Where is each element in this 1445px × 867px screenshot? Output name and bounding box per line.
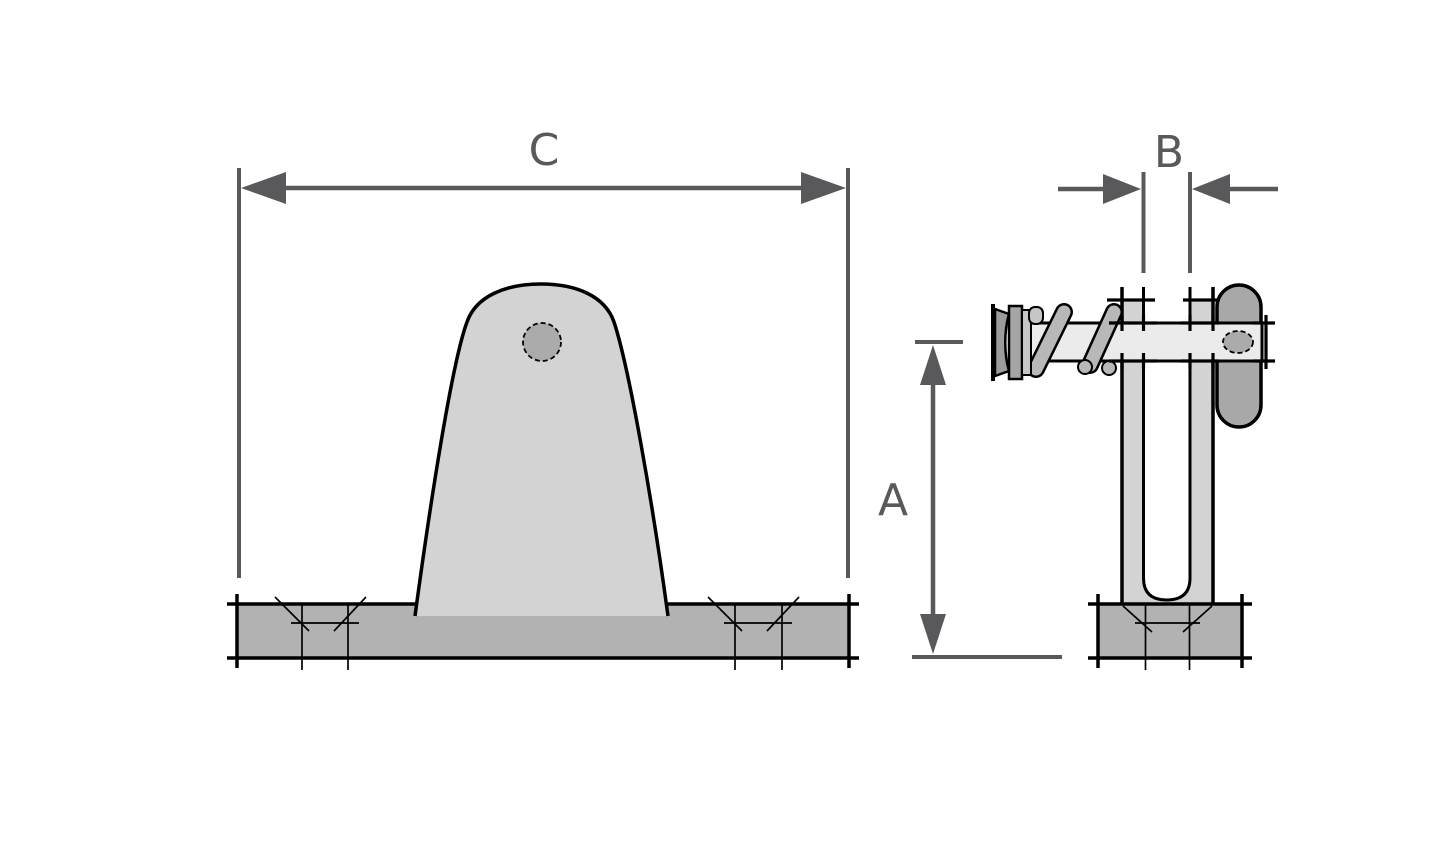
side-view bbox=[991, 283, 1275, 670]
spring-coil-end bbox=[1077, 359, 1093, 375]
coil-spring bbox=[1027, 303, 1123, 378]
pull-knob bbox=[991, 304, 1044, 381]
dimension-c: C bbox=[237, 125, 850, 578]
countersunk-hole-right bbox=[707, 596, 800, 670]
side-base-plate bbox=[1088, 594, 1252, 670]
spring-top-coil bbox=[1028, 306, 1044, 325]
dimension-a: A bbox=[878, 340, 1062, 659]
knob-collar bbox=[1007, 304, 1024, 381]
countersunk-hole-left bbox=[274, 596, 367, 670]
arrowhead-up-icon bbox=[920, 345, 946, 385]
spring-coil-end bbox=[1101, 360, 1117, 376]
clevis-slot bbox=[1142, 287, 1192, 602]
dimension-b-label: B bbox=[1154, 127, 1184, 178]
knob-washer bbox=[1021, 309, 1032, 376]
arrowhead-right-icon bbox=[801, 172, 846, 204]
dimension-a-label: A bbox=[878, 475, 908, 526]
dimension-b: B bbox=[1058, 127, 1278, 273]
crossing-ticks bbox=[1107, 298, 1275, 369]
mounting-lug bbox=[413, 282, 670, 617]
countersunk-hole-side bbox=[1122, 604, 1213, 670]
lug-hole bbox=[522, 322, 562, 362]
arrowhead-left-icon bbox=[1192, 174, 1230, 204]
arrowhead-left-icon bbox=[241, 172, 286, 204]
arrowhead-right-icon bbox=[1103, 174, 1141, 204]
knob-spool bbox=[993, 307, 1011, 378]
front-view bbox=[227, 282, 859, 670]
dimension-c-label: C bbox=[529, 125, 560, 176]
pin-hole bbox=[1222, 330, 1254, 354]
arrowhead-down-icon bbox=[920, 614, 946, 654]
